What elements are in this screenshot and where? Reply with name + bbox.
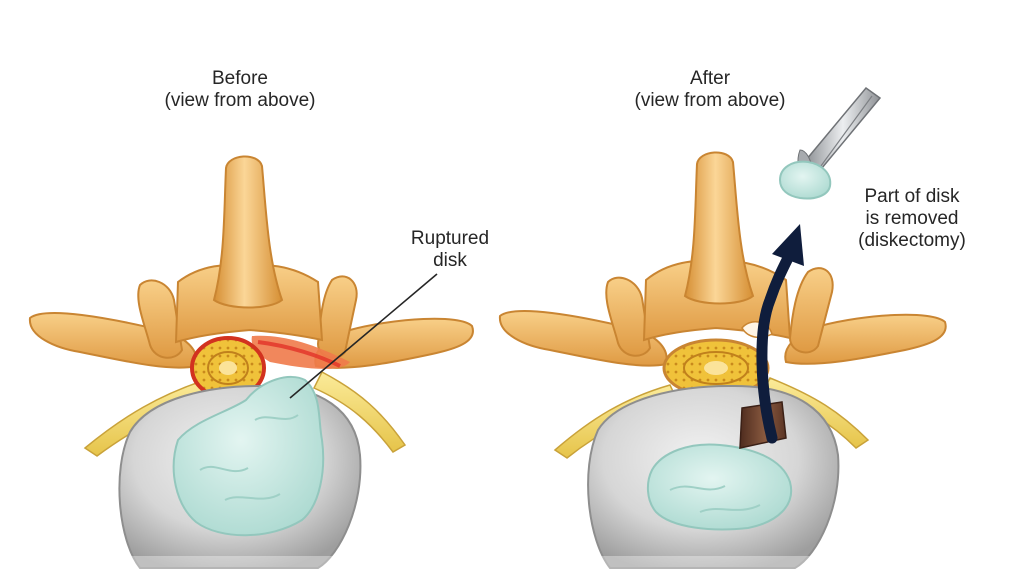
after-vertebra — [498, 151, 947, 569]
ruptured-disk-label-line-1: Ruptured — [410, 228, 490, 249]
diskectomy-label-line-2: is removed — [865, 208, 959, 229]
ruptured-disk-pointer — [289, 273, 438, 399]
after-right-articular-process — [788, 267, 834, 354]
after-subtitle: (view from above) — [634, 90, 786, 111]
after-right-transverse-process — [784, 313, 947, 365]
removal-arrow — [756, 252, 794, 444]
before-left-articular-process — [137, 279, 184, 359]
after-spinous-process — [683, 151, 755, 305]
after-left-articular-process — [605, 276, 652, 357]
before-right-nerve-root — [312, 370, 407, 453]
before-title: Before — [212, 68, 268, 89]
after-title: After — [689, 68, 731, 89]
ruptured-disk-label: Ruptured disk — [396, 228, 504, 272]
removal-arrowhead — [772, 224, 804, 266]
before-subtitle: (view from above) — [164, 90, 316, 111]
removed-disk-fragment — [778, 160, 832, 200]
ruptured-disk-label-line-2: disk — [433, 250, 467, 271]
diskectomy-label-line-3: (diskectomy) — [858, 230, 966, 251]
before-spinous-process — [212, 155, 284, 309]
after-title-block: After (view from above) — [612, 68, 808, 112]
before-vertebra — [28, 155, 474, 569]
diskectomy-label-line-1: Part of disk — [864, 186, 960, 207]
before-ruptured-nucleus — [172, 375, 325, 537]
before-title-block: Before (view from above) — [142, 68, 338, 112]
after-remaining-nucleus — [646, 443, 793, 531]
diskectomy-label: Part of disk is removed (diskectomy) — [838, 186, 986, 252]
